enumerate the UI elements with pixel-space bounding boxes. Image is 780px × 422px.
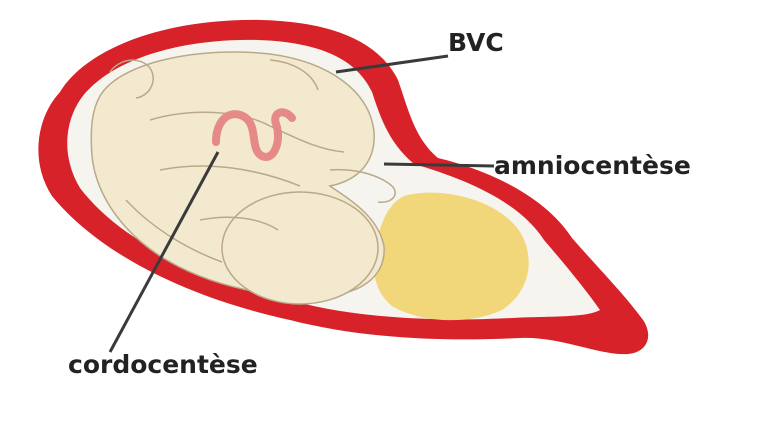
amniocentesis-label: amniocentèse [494, 153, 691, 178]
amniocentesis-pointer [384, 164, 494, 166]
cordocentesis-label: cordocentèse [68, 352, 258, 377]
bvc-label: BVC [448, 30, 504, 55]
fetus-head [222, 192, 378, 304]
